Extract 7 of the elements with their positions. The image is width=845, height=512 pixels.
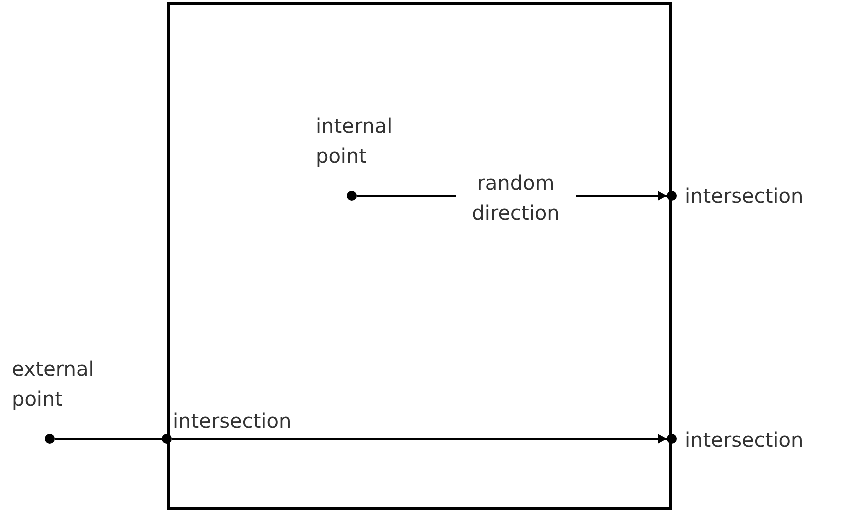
arrow — [172, 434, 667, 444]
square-outline — [167, 2, 672, 510]
point-label: intersection — [685, 427, 805, 454]
point-label: external point — [12, 356, 96, 413]
point-label: intersection — [685, 183, 805, 210]
point-label: internal point — [316, 113, 394, 170]
point-label: intersection — [173, 408, 293, 435]
